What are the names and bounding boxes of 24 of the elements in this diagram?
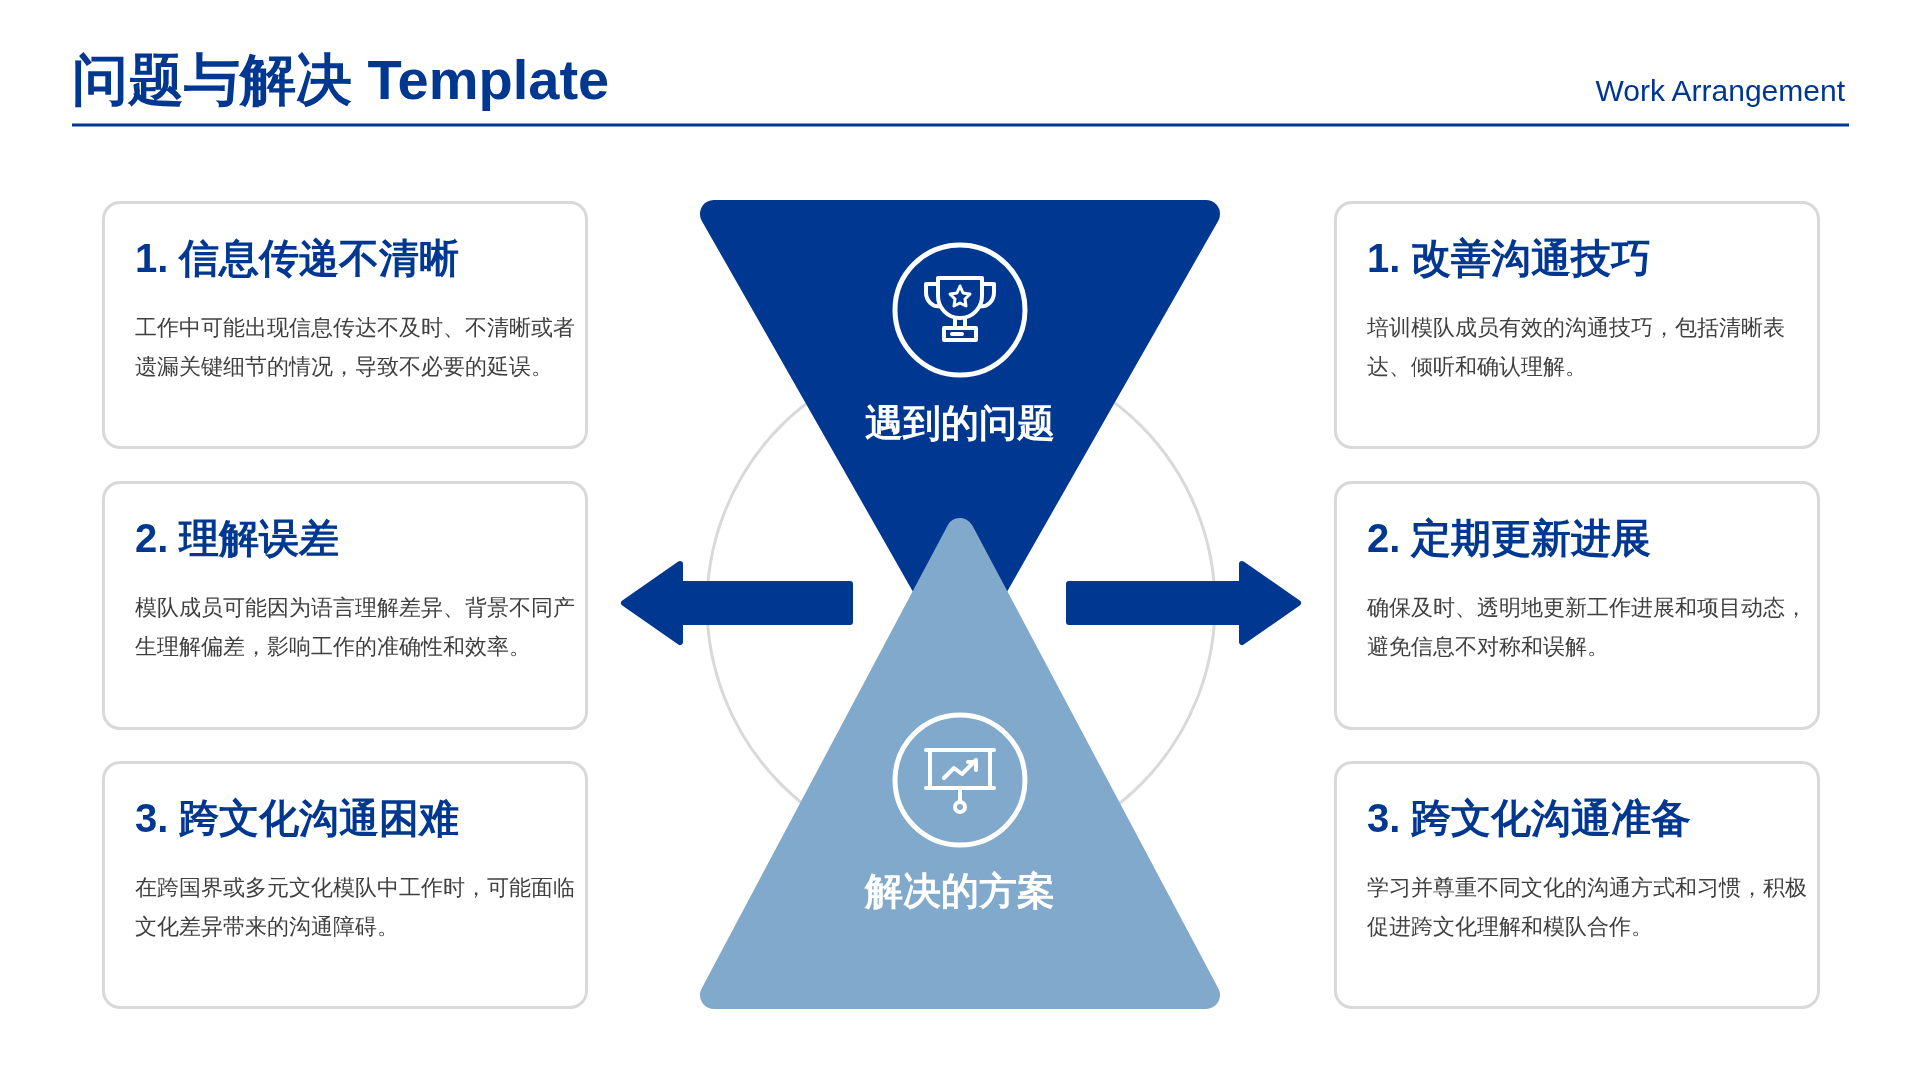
card-heading: 2. 定期更新进展 [1367, 515, 1652, 562]
title: 问题与解决 Template [72, 48, 610, 112]
card-heading: 3. 跨文化沟通准备 [1367, 795, 1692, 842]
card-description: 学习并尊重不同文化的沟通方式和习惯，积极促进跨文化理解和模队合作。 [1367, 874, 1808, 941]
card-heading: 1. 信息传递不清晰 [135, 235, 460, 282]
card-heading: 1. 改善沟通技巧 [1367, 235, 1652, 282]
arrow [621, 561, 853, 645]
text-card [1334, 481, 1820, 730]
card-description: 模队成员可能因为语言理解差异、背景不同产生理解偏差，影响工作的准确性和效率。 [135, 594, 576, 661]
triangle-label: 遇到的问题 [864, 401, 1056, 446]
card-heading: 3. 跨文化沟通困难 [135, 795, 460, 842]
text-card [102, 201, 588, 449]
card-description: 工作中可能出现信息传达不及时、不清晰或者遗漏关键细节的情况，导致不必要的延误。 [135, 314, 576, 381]
text-card [102, 761, 588, 1009]
triangle-label: 解决的方案 [863, 869, 1056, 914]
card-description: 确保及时、透明地更新工作进展和项目动态，避免信息不对称和误解。 [1367, 594, 1808, 661]
card-description: 培训模队成员有效的沟通技巧，包括清晰表达、倾听和确认理解。 [1367, 314, 1786, 381]
card-heading: 2. 理解误差 [135, 515, 340, 562]
text-card [1334, 201, 1820, 449]
text-card [1334, 761, 1820, 1009]
text-card [102, 481, 588, 730]
arrow [1066, 561, 1301, 645]
card-description: 在跨国界或多元文化模队中工作时，可能面临文化差异带来的沟通障碍。 [135, 874, 576, 941]
subtitle: Work Arrangement [1595, 73, 1845, 109]
